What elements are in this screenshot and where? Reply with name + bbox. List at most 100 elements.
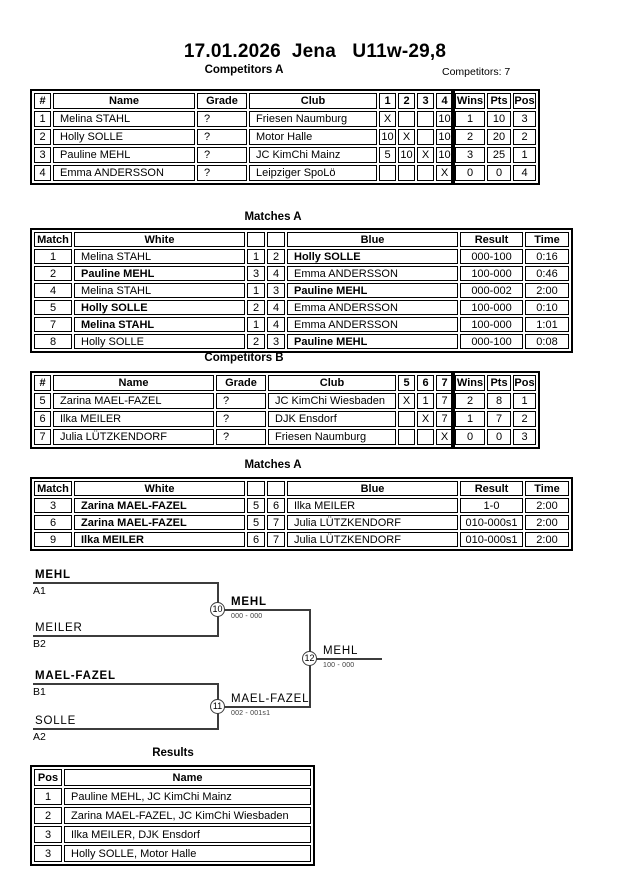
competitors-a-table: # Name Grade Club 1 2 3 4 Wins Pts Pos 1… [30, 89, 540, 185]
cell-blue: Emma ANDERSSON [287, 266, 458, 281]
table-row: 6 Zarina MAEL-FAZEL 5 7 Julia LÜTZKENDOR… [34, 515, 569, 530]
cell-name: Ilka MEILER, DJK Ensdorf [64, 826, 311, 843]
matches-b-table-wrap: Match White Blue Result Time 3 Zarina MA… [30, 477, 573, 551]
cell-round-6: X [417, 411, 434, 427]
cell-wins: 2 [455, 129, 485, 145]
cell-match: 7 [34, 317, 72, 332]
competitors-a-table-wrap: # Name Grade Club 1 2 3 4 Wins Pts Pos 1… [30, 89, 540, 185]
cell-blue: Emma ANDERSSON [287, 317, 458, 332]
cell-num: 1 [34, 111, 51, 127]
cell-pos: 3 [34, 826, 62, 843]
cell-grade: ? [197, 111, 247, 127]
cell-pos: 1 [513, 147, 536, 163]
col-header-pts: Pts [487, 93, 511, 109]
table-row: 2 Zarina MAEL-FAZEL, JC KimChi Wiesbaden [34, 807, 311, 824]
bracket-slot-seed: A2 [33, 731, 46, 743]
cell-pts: 0 [487, 429, 511, 445]
cell-grade: ? [216, 411, 266, 427]
cell-time: 0:10 [525, 300, 569, 315]
cell-white-num: 5 [247, 515, 265, 530]
bracket-line [33, 683, 219, 685]
cell-time: 2:00 [525, 515, 569, 530]
table-row: 6 Ilka MEILER ? DJK Ensdorf X 7 1 7 2 [34, 411, 536, 427]
cell-white: Melina STAHL [74, 283, 245, 298]
bracket-line [310, 658, 382, 660]
table-row: 4 Emma ANDERSSON ? Leipziger SpoLö X 0 0… [34, 165, 536, 181]
matches-a-table-wrap: Match White Blue Result Time 1 Melina ST… [30, 228, 573, 353]
cell-blue: Julia LÜTZKENDORF [287, 532, 458, 547]
cell-match: 9 [34, 532, 72, 547]
cell-result: 100-000 [460, 300, 523, 315]
cell-white-num: 2 [247, 334, 265, 349]
cell-white-num: 2 [247, 300, 265, 315]
col-header-club: Club [249, 93, 377, 109]
col-header-round-5: 5 [398, 375, 415, 391]
table-header-row: Pos Name [34, 769, 311, 786]
cell-name: Pauline MEHL [53, 147, 195, 163]
section-title-competitors-b: Competitors B [204, 352, 284, 364]
bracket-slot-seed: B2 [33, 638, 46, 650]
cell-pos: 1 [513, 393, 536, 409]
bracket-line [218, 706, 311, 708]
cell-round-5 [398, 429, 415, 445]
cell-grade: ? [216, 429, 266, 445]
col-header-time: Time [525, 481, 569, 496]
competitors-count-note: Competitors: 7 [442, 66, 511, 78]
cell-blue: Pauline MEHL [287, 334, 458, 349]
cell-num: 5 [34, 393, 51, 409]
cell-name: Pauline MEHL, JC KimChi Mainz [64, 788, 311, 805]
page-title: 17.01.2026 Jena U11w-29,8 [183, 41, 447, 62]
cell-pos: 1 [34, 788, 62, 805]
bracket-match-node: 11 [210, 699, 225, 714]
wins-separator-rule [451, 371, 455, 449]
col-header-result: Result [460, 232, 523, 247]
cell-white-num: 5 [247, 498, 265, 513]
cell-round-2 [398, 111, 415, 127]
table-row: 1 Melina STAHL 1 2 Holly SOLLE 000-100 0… [34, 249, 569, 264]
bracket-slot-name: SOLLE [35, 715, 77, 727]
results-table-wrap: Pos Name 1 Pauline MEHL, JC KimChi Mainz… [30, 765, 315, 866]
cell-white-num: 1 [247, 283, 265, 298]
matches-b-table: Match White Blue Result Time 3 Zarina MA… [30, 477, 573, 551]
cell-blue: Julia LÜTZKENDORF [287, 515, 458, 530]
bracket-winner-name: MEHL [231, 596, 267, 608]
bracket-line [33, 635, 219, 637]
cell-result: 000-100 [460, 334, 523, 349]
cell-blue: Holly SOLLE [287, 249, 458, 264]
cell-blue-num: 7 [267, 515, 285, 530]
cell-pos: 4 [513, 165, 536, 181]
cell-white-num: 1 [247, 317, 265, 332]
cell-blue-num: 4 [267, 266, 285, 281]
table-row: 5 Holly SOLLE 2 4 Emma ANDERSSON 100-000… [34, 300, 569, 315]
cell-pos: 2 [513, 129, 536, 145]
cell-name: Emma ANDERSSON [53, 165, 195, 181]
table-row: 3 Zarina MAEL-FAZEL 5 6 Ilka MEILER 1-0 … [34, 498, 569, 513]
col-header-club: Club [268, 375, 396, 391]
results-table: Pos Name 1 Pauline MEHL, JC KimChi Mainz… [30, 765, 315, 866]
cell-white: Holly SOLLE [74, 334, 245, 349]
cell-pts: 8 [487, 393, 511, 409]
cell-result: 100-000 [460, 317, 523, 332]
table-header-row: # Name Grade Club 5 6 7 Wins Pts Pos [34, 375, 536, 391]
cell-match: 3 [34, 498, 72, 513]
cell-white: Zarina MAEL-FAZEL [74, 498, 245, 513]
cell-round-3: X [417, 147, 434, 163]
col-header-white-num [247, 481, 265, 496]
cell-club: DJK Ensdorf [268, 411, 396, 427]
cell-num: 3 [34, 147, 51, 163]
table-row: 1 Pauline MEHL, JC KimChi Mainz [34, 788, 311, 805]
cell-club: Leipziger SpoLö [249, 165, 377, 181]
cell-round-3 [417, 111, 434, 127]
col-header-num: # [34, 375, 51, 391]
table-header-row: # Name Grade Club 1 2 3 4 Wins Pts Pos [34, 93, 536, 109]
col-header-name: Name [53, 93, 195, 109]
col-header-round-1: 1 [379, 93, 396, 109]
table-row: 5 Zarina MAEL-FAZEL ? JC KimChi Wiesbade… [34, 393, 536, 409]
cell-name: Melina STAHL [53, 111, 195, 127]
table-header-row: Match White Blue Result Time [34, 481, 569, 496]
cell-blue-num: 7 [267, 532, 285, 547]
cell-round-3 [417, 165, 434, 181]
col-header-match: Match [34, 481, 72, 496]
col-header-grade: Grade [216, 375, 266, 391]
